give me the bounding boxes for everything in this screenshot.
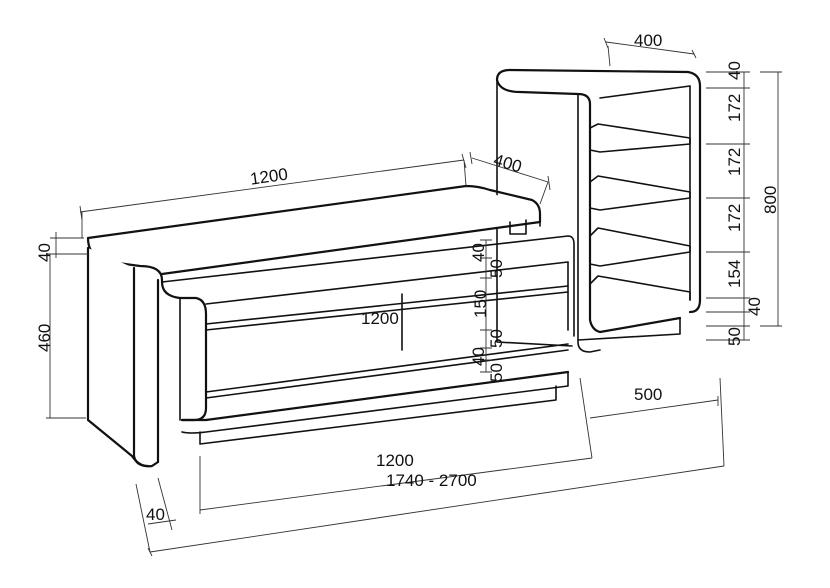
top-board-support — [509, 219, 527, 235]
label-drawer-40-top: 40 — [469, 243, 488, 262]
label-height-460: 460 — [35, 324, 54, 352]
bookcase-shelf-1 — [589, 123, 691, 153]
drawer-bottom-edge-2 — [205, 349, 569, 399]
tv-unit — [86, 184, 575, 468]
label-shelf-bottom: 40 — [745, 297, 764, 316]
bookcase — [495, 68, 702, 353]
label-drawer-50-top: 50 — [487, 259, 506, 278]
bookcase-shelf-2 — [589, 175, 691, 211]
side-panel-fill — [88, 248, 158, 466]
dim-top-width — [79, 153, 467, 238]
label-bookcase-width: 400 — [634, 31, 662, 50]
label-shelf-3: 172 — [725, 204, 744, 232]
dim-shelf-depth — [589, 396, 719, 419]
dim-side-40 — [50, 232, 88, 258]
dim-top-depth — [469, 151, 551, 205]
bookcase-shelf-4 — [589, 275, 691, 301]
dim-total-height — [760, 71, 782, 327]
dim-height-460 — [46, 253, 86, 419]
bookcase-shelf-3 — [589, 227, 691, 267]
cabinet-bottom — [181, 371, 569, 434]
drawer-top-edge-2 — [205, 291, 569, 331]
bookcase-inner-top — [599, 85, 691, 99]
bookcase-front-edge — [577, 93, 601, 353]
dim-bookcase-stack — [706, 71, 750, 341]
label-drawer-40-low: 40 — [469, 347, 488, 366]
label-shelf-depth: 500 — [634, 385, 662, 404]
label-drawer-50-mid: 50 — [487, 329, 506, 348]
label-base-width: 1200 — [376, 451, 414, 470]
label-bookcase-top: 40 — [725, 61, 744, 80]
label-total-length: 1740 - 2700 — [386, 471, 477, 490]
cabinet-plinth — [199, 385, 557, 445]
drawer-top-edge — [205, 285, 569, 325]
label-foot-40: 40 — [146, 505, 165, 524]
cabinet-left-frame — [160, 280, 208, 422]
dim-drawer-stack — [480, 239, 492, 373]
bookcase-front-frame — [495, 78, 682, 334]
cabinet-inner-top — [205, 261, 569, 305]
cabinet-front-bottom — [180, 370, 570, 422]
dim-foot-40 — [135, 477, 177, 553]
dim-bookcase-width — [603, 37, 697, 67]
label-shelf-4: 154 — [725, 260, 744, 288]
label-plinth: 50 — [725, 327, 744, 346]
label-shelf-2: 172 — [725, 148, 744, 176]
label-top-width: 1200 — [249, 165, 289, 189]
top-board-fill — [88, 186, 540, 278]
bookcase-plinth — [577, 317, 681, 341]
bookcase-outer — [495, 68, 702, 314]
dimension-lines — [46, 37, 782, 557]
dim-total-length — [147, 377, 725, 557]
drawer-bottom-edge — [205, 343, 569, 393]
label-shelf-1: 172 — [725, 94, 744, 122]
label-total-height: 800 — [761, 186, 780, 214]
cabinet-top-edge — [161, 235, 575, 337]
dimension-labels: 1200 400 40 460 1200 40 50 150 50 40 50 … — [35, 31, 780, 524]
top-board-outline — [86, 184, 542, 276]
bookcase-left-side — [496, 79, 573, 347]
label-drawer-50-low: 50 — [487, 363, 506, 382]
label-drawer-width: 1200 — [361, 309, 399, 328]
dim-base-width — [199, 377, 593, 514]
label-side-40: 40 — [35, 243, 54, 262]
side-panel-front — [132, 266, 150, 468]
label-drawer-150: 150 — [471, 290, 490, 318]
